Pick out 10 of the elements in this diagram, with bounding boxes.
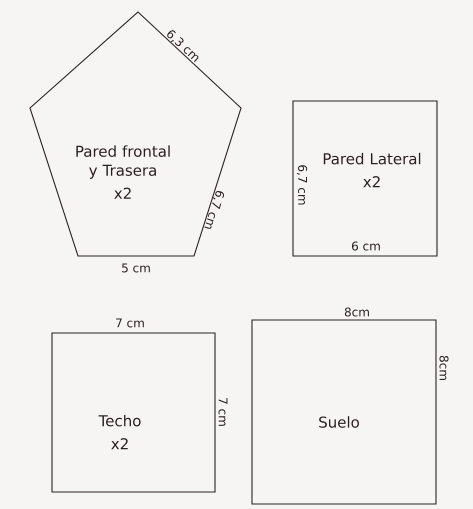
- dimension-label: 6,7 cm: [204, 190, 224, 229]
- dimension-label: 6,3 cm: [167, 30, 198, 62]
- dimension-label: 8cm: [344, 307, 369, 317]
- dimension-label: 7 cm: [218, 398, 228, 426]
- dimension-label: 8cm: [439, 356, 449, 380]
- dimension-label: 7 cm: [116, 318, 144, 328]
- square-piece: Techo x2: [51, 332, 216, 493]
- square-piece: Pared Lateral x2 6,7 cm 6 cm: [292, 100, 438, 257]
- square-piece: Suelo: [251, 319, 437, 505]
- dimension-label: 5 cm: [122, 264, 150, 272]
